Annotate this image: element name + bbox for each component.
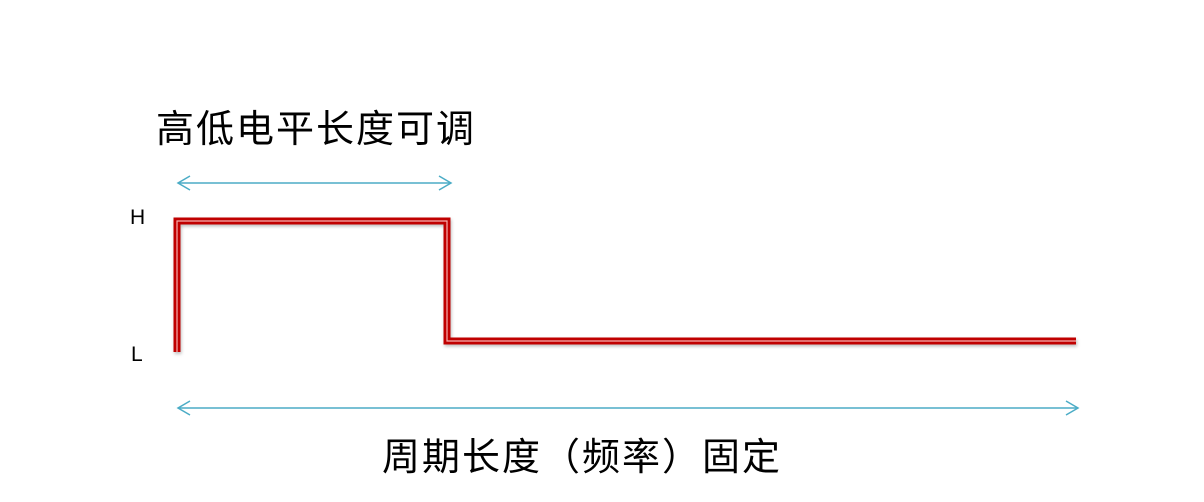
- pwm-waveform: [173, 217, 1076, 352]
- high-level-label: H: [130, 206, 146, 229]
- waveform-line: [173, 217, 1076, 352]
- high-time-double-arrow: [176, 175, 453, 191]
- low-level-label: L: [131, 343, 143, 366]
- fixed-period-label: 周期长度（频率）固定: [382, 435, 783, 479]
- period-double-arrow: [176, 400, 1080, 416]
- adjustable-level-length-label: 高低电平长度可调: [156, 107, 477, 151]
- waveform-highlight: [176, 220, 1076, 352]
